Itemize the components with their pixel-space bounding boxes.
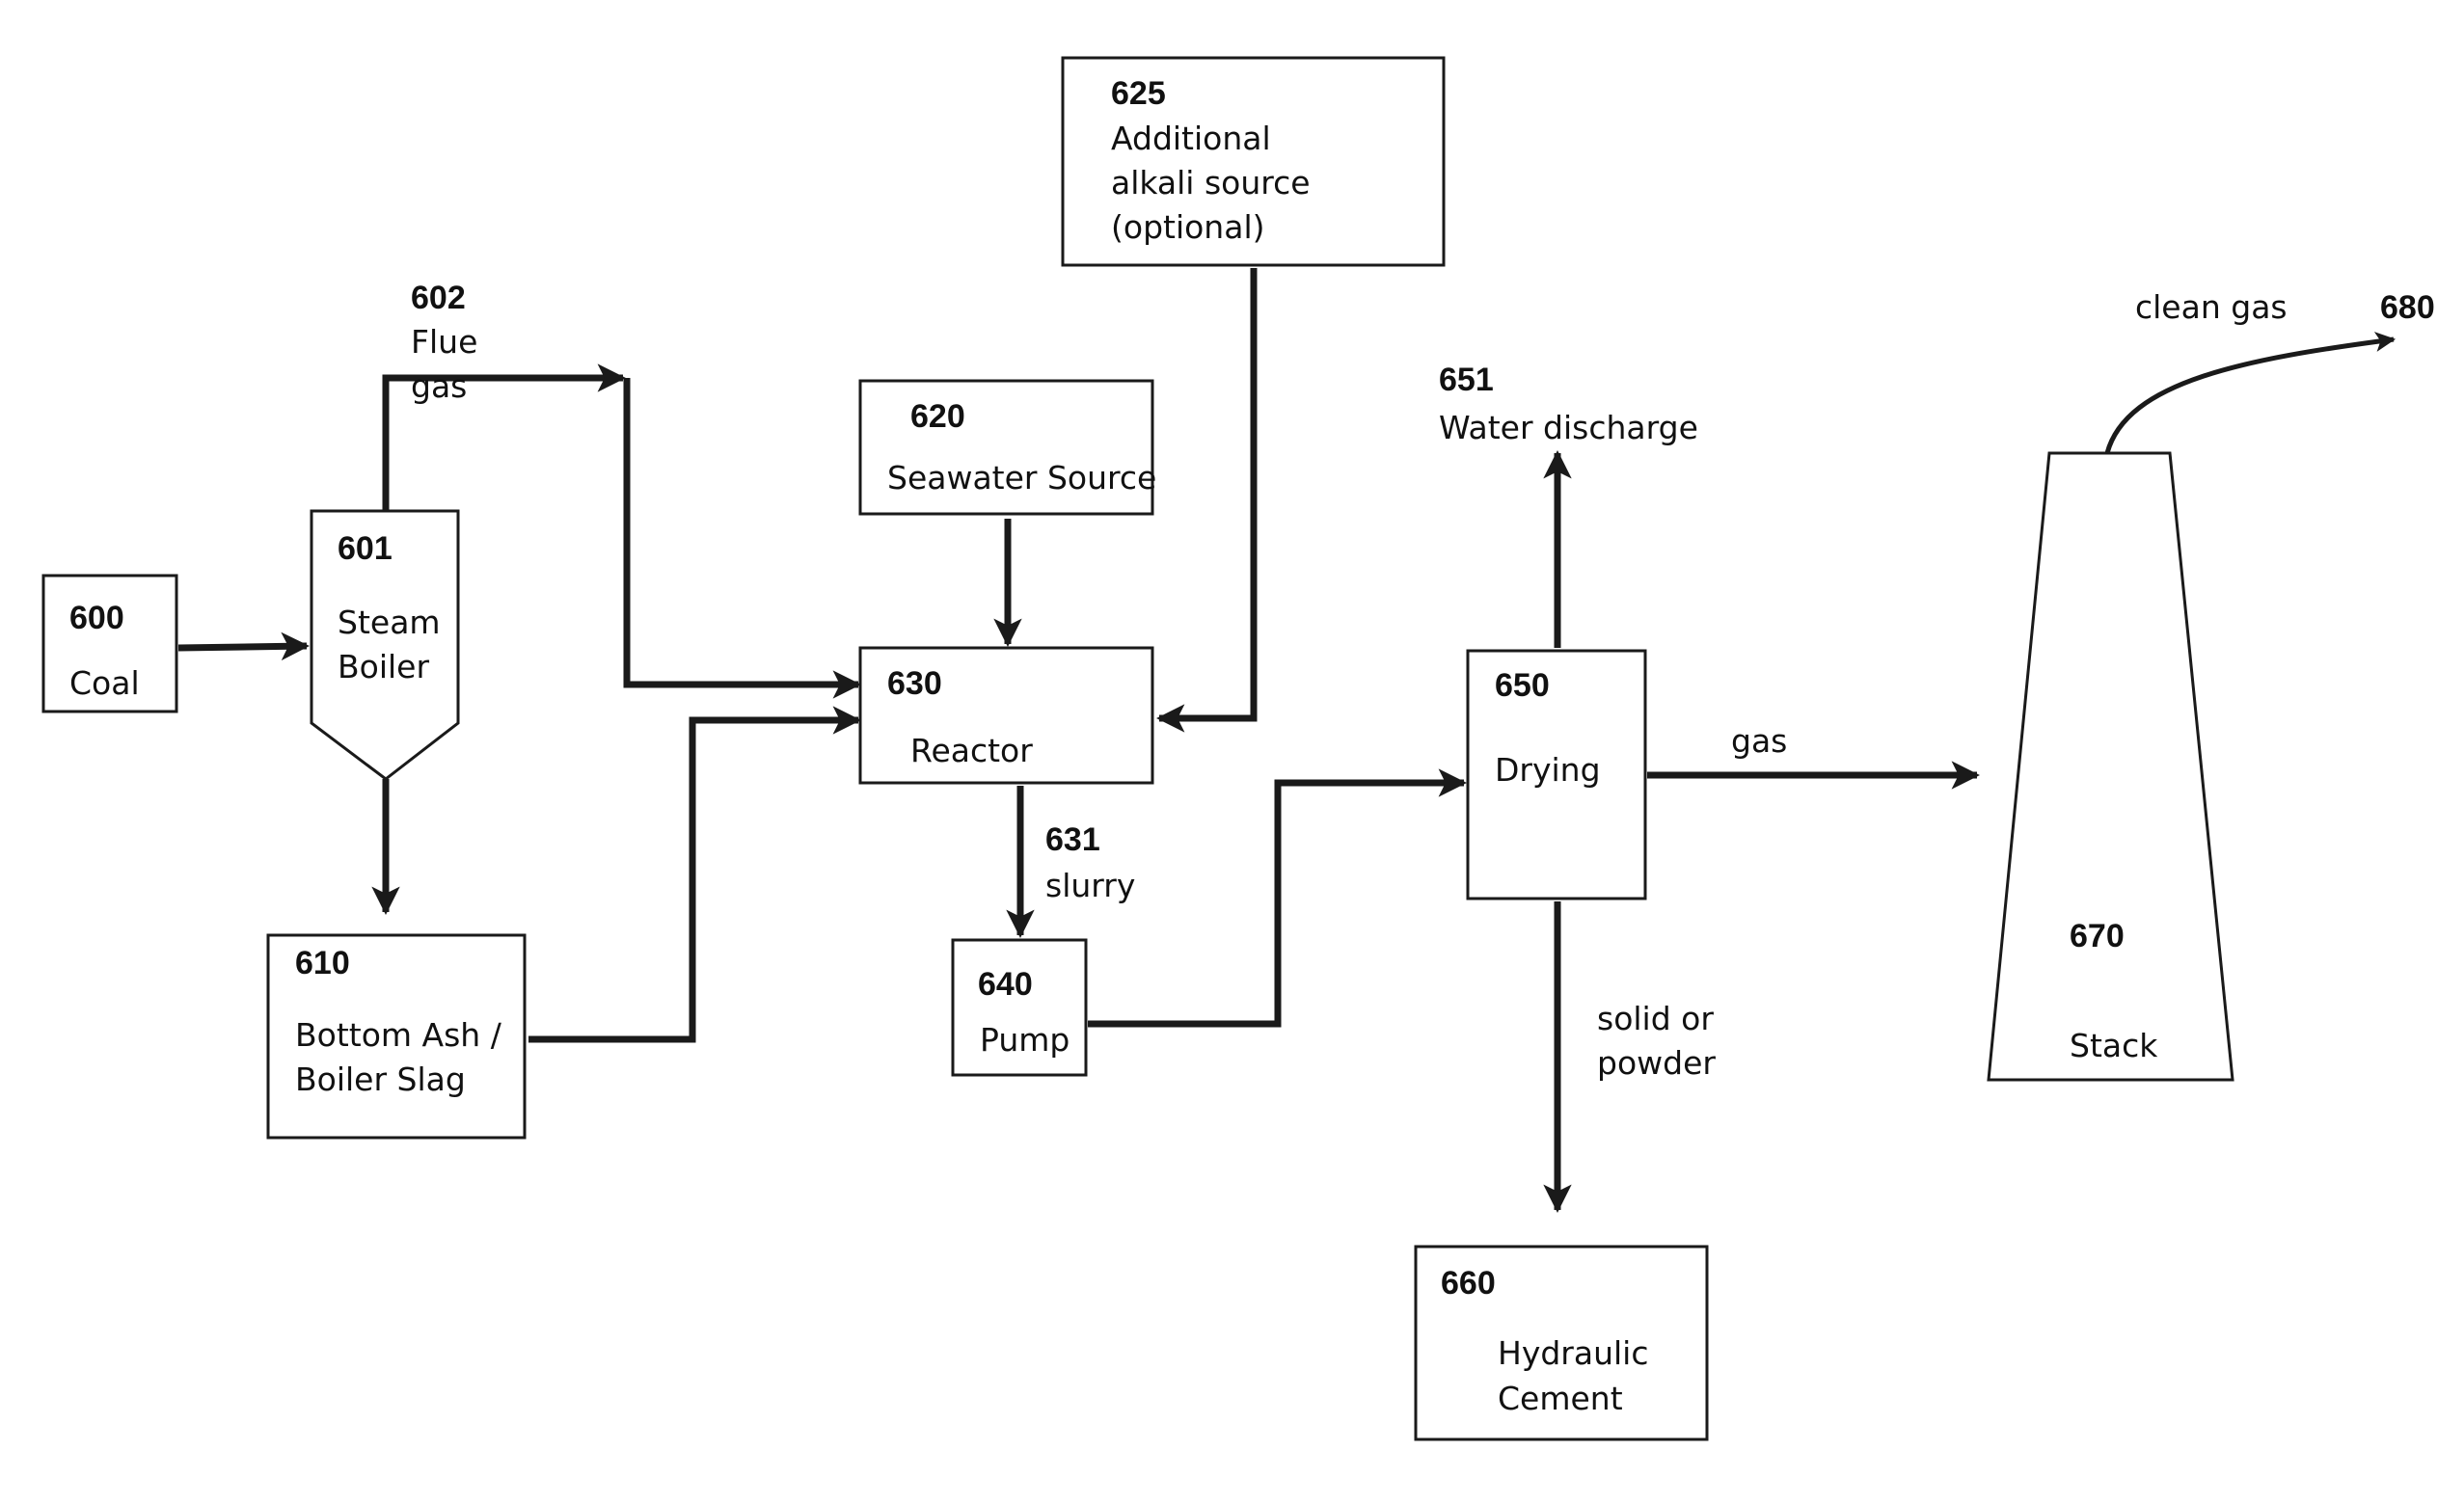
reactor-number: 630 <box>887 665 942 702</box>
coal-number: 600 <box>69 600 124 636</box>
bottom-ash-label-line-1: Bottom Ash / <box>295 1016 502 1054</box>
coal-label: Coal <box>69 664 140 702</box>
alkali-source-label-line-1: Additional <box>1111 120 1271 157</box>
coal-node: 600 Coal <box>43 576 176 712</box>
bottom-ash-number: 610 <box>295 945 350 981</box>
flue-gas-label-line-1: Flue <box>411 323 477 361</box>
hydraulic-cement-label-line-2: Cement <box>1498 1380 1623 1417</box>
stack-node: 670 Stack <box>1989 453 2233 1080</box>
arrow-stack-clean-gas <box>2107 339 2394 453</box>
seawater-source-label: Seawater Source <box>887 459 1156 497</box>
seawater-source-number: 620 <box>910 398 965 435</box>
clean-gas-label: clean gas 680 <box>2135 288 2435 326</box>
stack-number: 670 <box>2070 918 2125 954</box>
water-discharge-label: 651 Water discharge <box>1439 362 1698 446</box>
flue-gas-label-line-2: gas <box>411 367 467 405</box>
steam-boiler-label-line-1: Steam <box>338 604 441 641</box>
alkali-source-number: 625 <box>1111 75 1166 112</box>
drying-number: 650 <box>1495 667 1550 704</box>
water-discharge-text: Water discharge <box>1439 409 1698 446</box>
bottom-ash-label-line-2: Boiler Slag <box>295 1061 466 1098</box>
arrow-alkali-to-reactor <box>1159 268 1254 718</box>
arrow-flue-gas-to-reactor <box>627 378 858 685</box>
pump-number: 640 <box>978 966 1033 1003</box>
hydraulic-cement-node: 660 Hydraulic Cement <box>1416 1247 1707 1439</box>
arrow-coal-to-boiler <box>178 646 307 648</box>
reactor-label: Reactor <box>910 732 1033 769</box>
stack-label: Stack <box>2070 1027 2158 1064</box>
seawater-source-node: 620 Seawater Source <box>860 381 1156 514</box>
gas-label: gas <box>1731 722 1787 760</box>
steam-boiler-label-line-2: Boiler <box>338 648 429 685</box>
solid-powder-label-line-2: powder <box>1597 1044 1716 1082</box>
drying-node: 650 Drying <box>1468 651 1645 899</box>
drying-label: Drying <box>1495 751 1601 789</box>
steam-boiler-node: 601 Steam Boiler <box>311 511 458 779</box>
stack-shape <box>1989 453 2233 1080</box>
steam-boiler-number: 601 <box>338 530 393 567</box>
flue-gas-number: 602 <box>411 280 466 316</box>
clean-gas-number: 680 <box>2380 289 2435 326</box>
bottom-ash-node: 610 Bottom Ash / Boiler Slag <box>268 935 525 1138</box>
clean-gas-text: clean gas <box>2135 288 2288 326</box>
alkali-source-label-line-2: alkali source <box>1111 164 1311 201</box>
hydraulic-cement-label-line-1: Hydraulic <box>1498 1334 1648 1372</box>
slurry-text: slurry <box>1045 867 1135 904</box>
flue-gas-label: 602 Flue gas <box>411 280 477 405</box>
pump-node: 640 Pump <box>953 940 1086 1075</box>
alkali-source-label-line-3: (optional) <box>1111 208 1265 246</box>
hydraulic-cement-number: 660 <box>1441 1265 1496 1302</box>
alkali-source-node: 625 Additional alkali source (optional) <box>1063 58 1444 265</box>
arrow-pump-to-drying <box>1088 783 1464 1024</box>
pump-label: Pump <box>980 1021 1070 1059</box>
water-discharge-number: 651 <box>1439 362 1494 398</box>
arrow-bottom-ash-to-reactor <box>528 720 858 1039</box>
reactor-node: 630 Reactor <box>860 648 1152 783</box>
slurry-label: 631 slurry <box>1045 821 1135 904</box>
slurry-number: 631 <box>1045 821 1100 858</box>
solid-powder-label-line-1: solid or <box>1597 1000 1714 1037</box>
